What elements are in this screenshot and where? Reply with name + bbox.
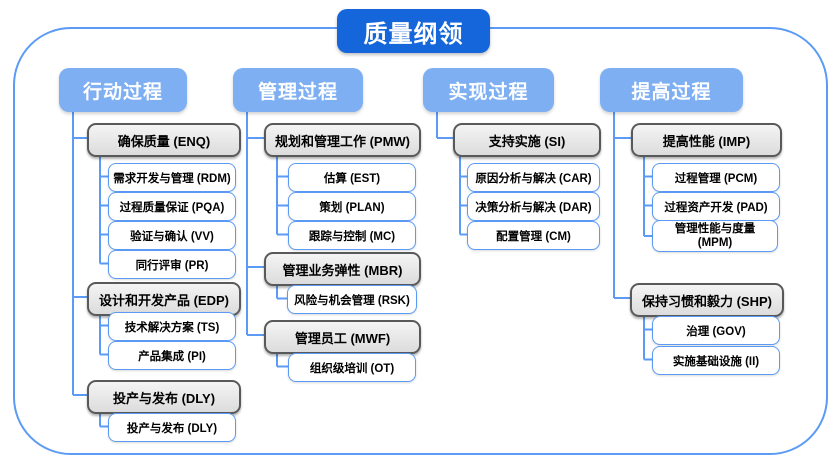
node-pad: 过程资产开发 (PAD) <box>652 192 780 221</box>
node-plan: 策划 (PLAN) <box>288 192 416 221</box>
node-edp: 设计和开发产品 (EDP) <box>87 282 241 316</box>
node-ii: 实施基础设施 (II) <box>652 346 780 375</box>
node-gov: 治理 (GOV) <box>652 316 780 345</box>
column-header-management-process: 管理过程 <box>233 68 363 112</box>
node-shp: 保持习惯和毅力 (SHP) <box>630 283 784 317</box>
column-header-realization-process: 实现过程 <box>423 68 554 112</box>
node-rdm: 需求开发与管理 (RDM) <box>108 163 236 192</box>
node-vv: 验证与确认 (VV) <box>108 221 236 250</box>
node-rsk: 风险与机会管理 (RSK) <box>287 285 417 314</box>
diagram-title: 质量纲领 <box>337 9 490 53</box>
node-dar: 决策分析与解决 (DAR) <box>467 192 600 221</box>
node-cm: 配置管理 (CM) <box>467 221 600 250</box>
node-mpm: 管理性能与度量 (MPM) <box>652 220 778 252</box>
node-dly: 投产与发布 (DLY) <box>87 380 241 414</box>
node-est: 估算 (EST) <box>288 163 416 192</box>
node-si: 支持实施 (SI) <box>453 123 601 157</box>
column-header-improvement-process: 提高过程 <box>600 68 743 112</box>
node-pqa: 过程质量保证 (PQA) <box>108 192 236 221</box>
node-mc: 跟踪与控制 (MC) <box>288 221 416 250</box>
node-imp: 提高性能 (IMP) <box>631 123 782 157</box>
node-car: 原因分析与解决 (CAR) <box>467 163 600 192</box>
column-header-action-process: 行动过程 <box>59 68 187 112</box>
node-ts: 技术解决方案 (TS) <box>108 312 236 341</box>
node-pcm: 过程管理 (PCM) <box>652 163 780 192</box>
node-enq: 确保质量 (ENQ) <box>87 123 241 157</box>
node-mbr: 管理业务弹性 (MBR) <box>264 252 421 286</box>
node-ot: 组织级培训 (OT) <box>288 353 416 382</box>
node-dly-sub: 投产与发布 (DLY) <box>108 413 236 442</box>
node-mwf: 管理员工 (MWF) <box>264 320 421 354</box>
node-pr: 同行评审 (PR) <box>108 250 236 279</box>
node-pi: 产品集成 (PI) <box>108 341 236 370</box>
node-pmw: 规划和管理工作 (PMW) <box>264 123 421 157</box>
